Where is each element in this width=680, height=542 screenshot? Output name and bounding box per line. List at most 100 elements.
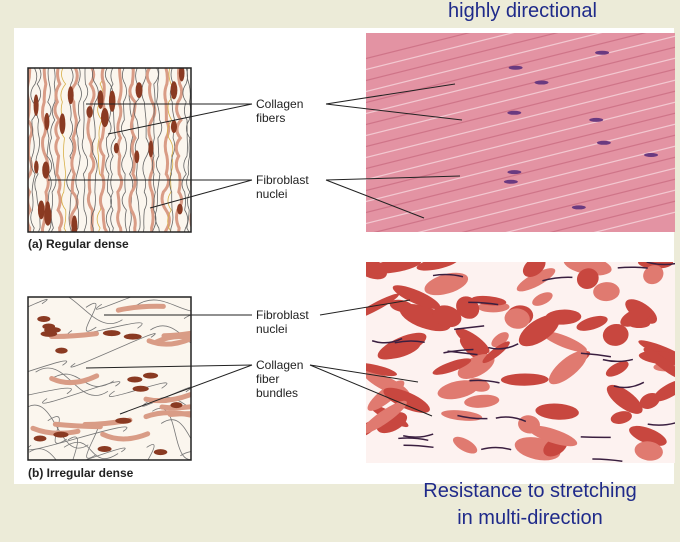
regular-fibroblast-label-line2: nuclei: [256, 187, 288, 201]
collagen-bundle: [504, 308, 530, 329]
micrograph-nucleus: [592, 458, 623, 462]
tissue-streak: [366, 46, 675, 126]
collagen-bundle: [576, 268, 599, 289]
micrograph-nucleus: [480, 446, 512, 451]
collagen-fiber: [121, 68, 128, 232]
fibroblast-nucleus: [37, 200, 45, 220]
fibroblast-nucleus: [135, 82, 143, 99]
collagen-bundle: [606, 384, 643, 414]
tissue-streak: [366, 33, 471, 60]
fibroblast-nucleus: [53, 431, 69, 438]
collagen-bundle: [482, 341, 510, 364]
micrograph-nucleus: [507, 170, 522, 175]
bottom-caption-line1: Resistance to stretching: [423, 480, 637, 502]
micrograph-nucleus: [580, 352, 612, 358]
micrograph-nucleus: [457, 414, 488, 420]
irregular-collagen-label-line1: Collagen: [256, 358, 304, 372]
fibroblast-nucleus: [132, 385, 149, 392]
tissue-streak: [366, 123, 675, 203]
collagen-fiber: [28, 448, 57, 460]
collagen-bundle: [634, 441, 663, 461]
collagen-fiber: [141, 68, 150, 232]
fibroblast-nucleus: [34, 160, 39, 174]
collagen-fiber: [180, 451, 191, 457]
collagen-bundle: [605, 361, 629, 377]
tissue-streak: [366, 33, 559, 82]
tissue-streak: [373, 156, 675, 232]
collagen-bundle: [500, 373, 549, 386]
micrograph-nucleus: [468, 301, 499, 306]
tissue-streak: [366, 68, 675, 148]
irregular-collagen-label-line3: bundles: [256, 386, 299, 400]
tissue-streak: [366, 57, 675, 137]
tissue-streak: [461, 178, 675, 232]
collagen-bundle: [167, 411, 191, 417]
fibroblast-nucleus: [67, 86, 74, 105]
collagen-bundle: [653, 379, 675, 402]
regular-dense-frame: [27, 67, 192, 233]
collagen-bundle: [464, 394, 500, 408]
collagen-bundle: [455, 328, 490, 354]
collagen-fiber: [174, 68, 184, 232]
irregular-dense-subtitle: (b) Irregular dense: [28, 466, 134, 480]
fibroblast-nucleus: [86, 106, 93, 118]
collagen-bundle: [629, 425, 667, 446]
micrograph-nucleus: [542, 276, 573, 282]
collagen-bundle: [638, 262, 674, 269]
fibroblast-nucleus: [44, 112, 50, 131]
fibroblast-nucleus: [123, 333, 142, 340]
collagen-bundle: [532, 292, 553, 306]
collagen-fiber: [192, 293, 205, 351]
collagen-fiber: [128, 68, 134, 232]
collagen-fiber: [81, 68, 89, 232]
micrograph-nucleus: [495, 416, 527, 423]
collagen-bundle: [30, 425, 81, 436]
collagen-bundle: [159, 404, 191, 411]
fibroblast-nucleus: [148, 140, 154, 158]
irregular-collagen-label-line2: fiber: [256, 372, 280, 386]
collagen-fiber: [135, 299, 191, 312]
micrograph-nucleus: [595, 50, 610, 55]
collagen-bundle: [467, 378, 490, 392]
collagen-fiber: [67, 436, 78, 460]
irregular-leader-lines: [85, 299, 433, 417]
collagen-bundle: [48, 331, 99, 339]
regular-dense-micrograph: [366, 33, 675, 232]
micrograph-nucleus: [646, 262, 675, 266]
fibroblast-nucleus: [37, 315, 51, 322]
collagen-fiber: [28, 298, 48, 308]
collagen-bundle: [432, 358, 472, 375]
fibroblast-nucleus: [44, 205, 52, 226]
micrograph-nucleus: [403, 444, 434, 449]
micrograph-nucleus: [644, 152, 659, 157]
tissue-streak: [366, 33, 515, 71]
collagen-fiber: [186, 68, 191, 232]
collagen-bundle: [541, 331, 587, 353]
regular-fibroblast-label-line1: Fibroblast: [256, 173, 309, 187]
collagen-bundle: [392, 285, 441, 309]
collagen-fiber: [85, 302, 97, 332]
tissue-streak: [549, 200, 675, 232]
regular-fibroblast-label: Fibroblast nuclei: [256, 173, 309, 201]
collagen-fiber: [67, 297, 123, 324]
micrograph-nucleus: [602, 358, 634, 363]
fibroblast-nucleus: [153, 449, 168, 456]
irregular-dense-frame: [27, 296, 192, 461]
collagen-bundle: [100, 431, 151, 442]
collagen-bundle: [563, 262, 612, 276]
collagen-bundle: [602, 323, 629, 346]
tissue-streak: [366, 33, 647, 104]
collagen-bundle: [491, 332, 509, 348]
collagen-fiber: [28, 387, 72, 396]
collagen-bundle: [143, 391, 191, 404]
collagen-fiber: [128, 68, 137, 232]
collagen-bundle: [518, 314, 560, 347]
regular-collagen-label-line1: Collagen: [256, 97, 304, 111]
collagen-bundle: [452, 436, 478, 454]
micrograph-nucleus: [507, 110, 522, 115]
collagen-fiber: [30, 68, 38, 232]
micrograph-nucleus: [432, 273, 464, 278]
collagen-fiber: [28, 360, 67, 372]
micrograph-nucleus: [371, 337, 403, 344]
fibroblast-nucleus: [100, 108, 109, 128]
